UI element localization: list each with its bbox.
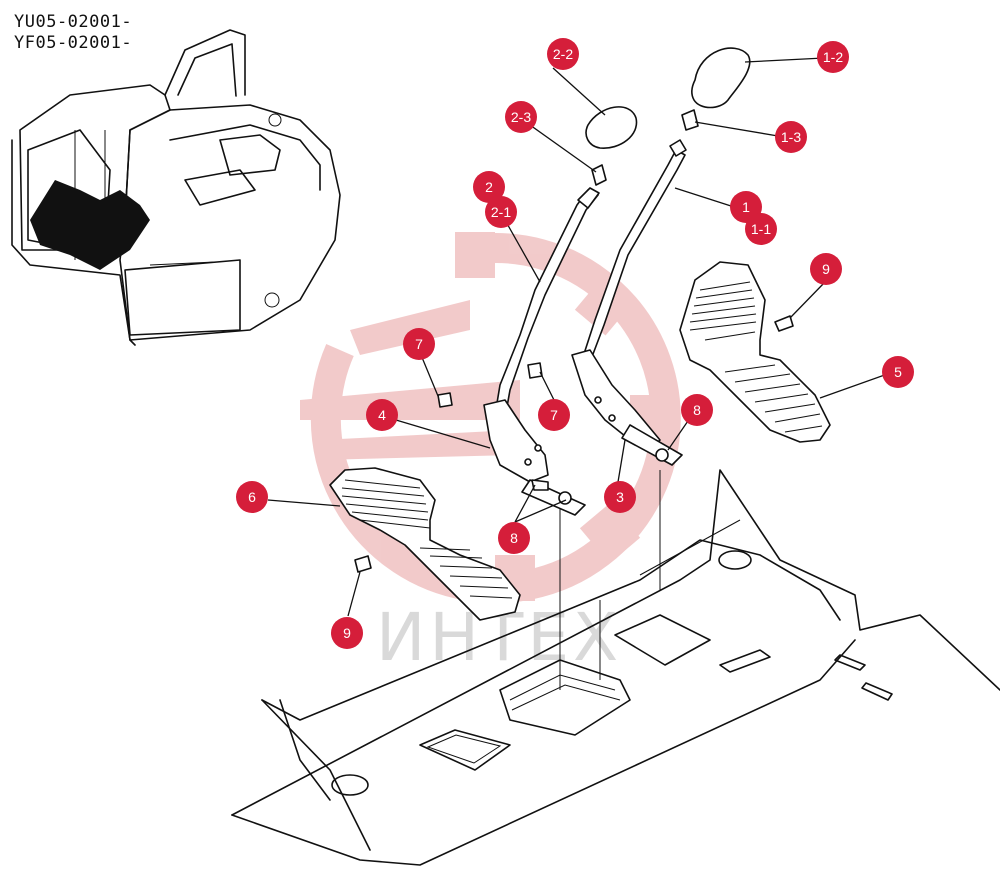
callout-2-3: 2-3	[505, 101, 537, 133]
callout-label: 1-3	[781, 129, 801, 145]
callout-label: 9	[343, 625, 351, 641]
callout-label: 8	[510, 530, 518, 546]
callout-label: 1-2	[823, 49, 843, 65]
callout-label: 1	[742, 199, 750, 215]
callout-circle	[331, 617, 363, 649]
callout-circle	[547, 38, 579, 70]
serial-number-1: YU05-02001-	[14, 12, 133, 32]
callout-circle	[485, 196, 517, 228]
callout-8b: 8	[498, 522, 530, 554]
callout-1-2: 1-2	[817, 41, 849, 73]
callout-circle	[775, 121, 807, 153]
callout-circle	[505, 101, 537, 133]
callout-6: 6	[236, 481, 268, 513]
callout-label: 8	[693, 402, 701, 418]
callout-label: 2	[485, 179, 493, 195]
callout-circle	[366, 399, 398, 431]
callout-3: 3	[604, 481, 636, 513]
callout-8a: 8	[681, 394, 713, 426]
lever-2-left	[437, 106, 638, 516]
pedal-6	[329, 467, 521, 621]
callout-circle	[882, 356, 914, 388]
callout-label: 2-3	[511, 109, 531, 125]
callout-label: 2-2	[553, 46, 573, 62]
callout-4: 4	[366, 399, 398, 431]
callout-5: 5	[882, 356, 914, 388]
callout-circle	[403, 328, 435, 360]
callout-circle	[236, 481, 268, 513]
callout-7b: 7	[538, 399, 570, 431]
callout-label: 6	[248, 489, 256, 505]
callout-label: 5	[894, 364, 902, 380]
callout-circle	[810, 253, 842, 285]
callout-2-1: 2-1	[485, 196, 517, 228]
callout-9a: 9	[810, 253, 842, 285]
callout-1-3: 1-3	[775, 121, 807, 153]
callout-label: 7	[415, 336, 423, 352]
callout-2: 2	[473, 171, 505, 203]
callout-circle	[538, 399, 570, 431]
callout-label: 3	[616, 489, 624, 505]
callout-circle	[473, 171, 505, 203]
callout-label: 4	[378, 407, 386, 423]
callout-9b: 9	[331, 617, 363, 649]
callout-label: 9	[822, 261, 830, 277]
callout-7a: 7	[403, 328, 435, 360]
callout-circle	[604, 481, 636, 513]
callout-label: 7	[550, 407, 558, 423]
callout-circle	[498, 522, 530, 554]
callout-label: 1-1	[751, 221, 771, 237]
cab-floor-plate	[231, 469, 1000, 866]
callouts: 11-1 1-2 1-3 2 2-1 2-2 2-3 3 4 5 6 7 7 8 8 9 9	[236, 38, 914, 649]
callout-1-1: 1-1	[745, 213, 777, 245]
serial-number-2: YF05-02001-	[14, 33, 133, 53]
excavator-cab-thumbnail	[11, 29, 341, 346]
lever-1-right	[527, 47, 751, 466]
callout-label: 2-1	[491, 204, 511, 220]
callout-2-2: 2-2	[547, 38, 579, 70]
pedal-5	[679, 261, 831, 443]
leader-lines	[267, 57, 894, 617]
callout-circle	[817, 41, 849, 73]
callout-circle	[745, 213, 777, 245]
callout-circle	[681, 394, 713, 426]
